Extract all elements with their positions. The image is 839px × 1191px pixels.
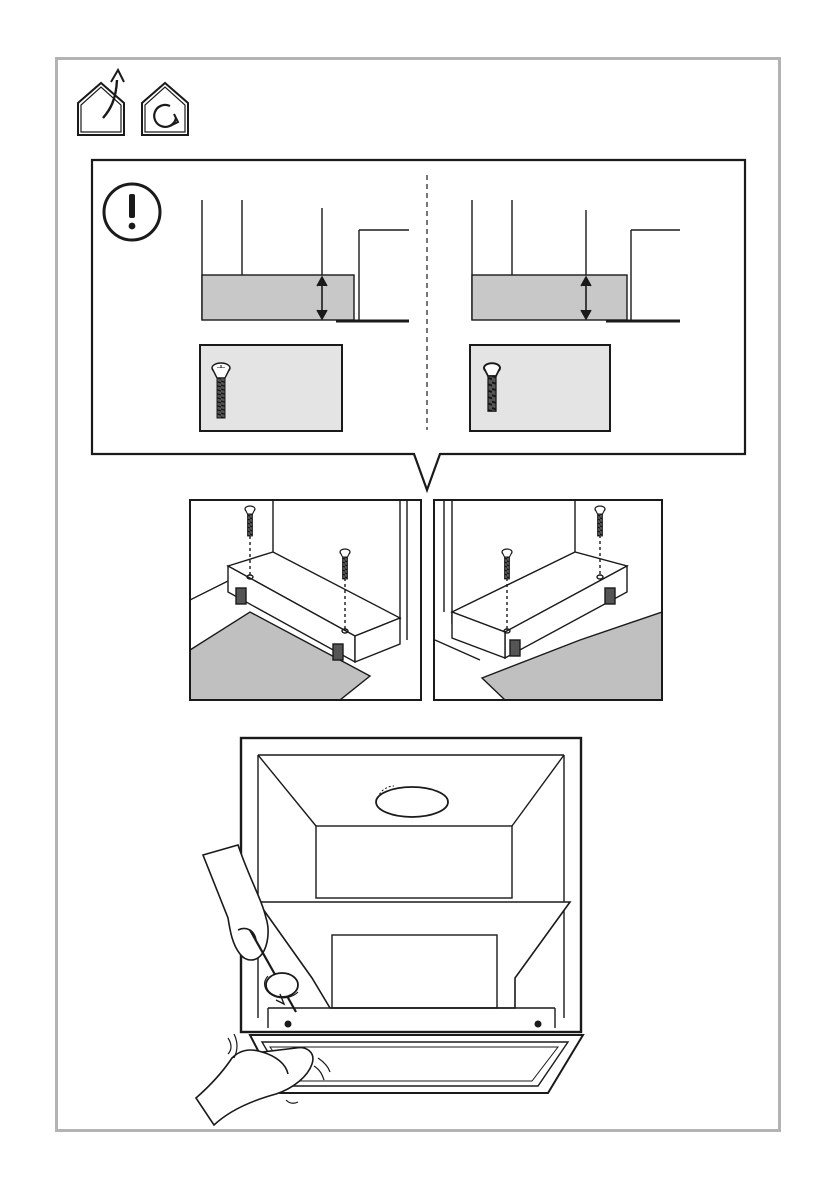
house-with-recirculation-icon — [142, 83, 188, 135]
house-with-outlet-arrow-icon — [78, 70, 124, 135]
exclamation-circle-icon — [104, 184, 160, 240]
screw-box-left — [200, 345, 342, 431]
installation-view-right — [434, 500, 662, 700]
screw-box-right — [470, 345, 610, 431]
warning-callout — [92, 160, 745, 490]
installation-view-left — [190, 500, 421, 700]
